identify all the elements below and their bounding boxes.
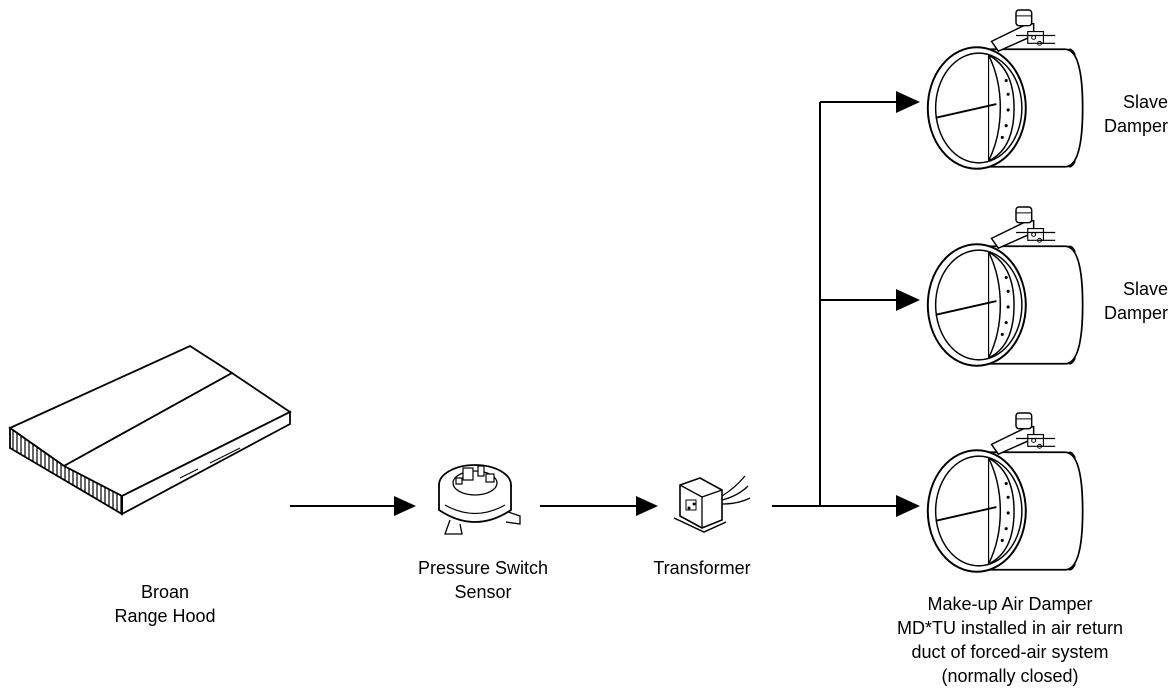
slave-damper-2-icon bbox=[926, 206, 1084, 367]
slave-damper-label-line: Damper bbox=[1103, 116, 1168, 136]
slave-damper-label-line: Damper bbox=[1103, 303, 1168, 323]
slave-damper-1-icon bbox=[926, 9, 1084, 170]
branch-lines bbox=[772, 91, 920, 517]
slave-damper-label-line: Slave bbox=[1122, 279, 1168, 299]
range-hood-icon bbox=[8, 344, 292, 516]
arrow-icon bbox=[896, 91, 920, 113]
makeup-damper-label-line: duct of forced-air system bbox=[911, 642, 1109, 662]
pressure-switch-icon bbox=[438, 464, 521, 535]
arrow-hood-to-switch bbox=[290, 496, 416, 516]
makeup-damper-icon bbox=[926, 412, 1084, 573]
makeup-damper-label-line: Make-up Air Damper bbox=[927, 594, 1093, 614]
transformer-icon bbox=[673, 475, 751, 533]
arrow-switch-to-transformer bbox=[540, 496, 658, 516]
arrow-icon bbox=[394, 496, 416, 516]
slave-damper-2-label: Slave Damper bbox=[1088, 277, 1168, 325]
range-hood-label-line: Range Hood bbox=[114, 606, 216, 626]
arrow-icon bbox=[636, 496, 658, 516]
makeup-damper-label: Make-up Air Damper MD*TU installed in ai… bbox=[855, 592, 1165, 688]
arrow-icon bbox=[896, 289, 920, 311]
pressure-switch-label: Pressure Switch Sensor bbox=[388, 556, 578, 604]
range-hood-label: Broan Range Hood bbox=[95, 580, 235, 628]
arrow-icon bbox=[896, 495, 920, 517]
range-hood-label-line: Broan bbox=[140, 582, 190, 602]
transformer-label: Transformer bbox=[622, 556, 782, 580]
slave-damper-1-label: Slave Damper bbox=[1088, 90, 1168, 138]
makeup-damper-label-line: MD*TU installed in air return bbox=[896, 618, 1124, 638]
makeup-damper-label-line: (normally closed) bbox=[941, 666, 1079, 686]
pressure-switch-label-line: Pressure Switch bbox=[417, 558, 549, 578]
transformer-label-line: Transformer bbox=[653, 558, 751, 578]
pressure-switch-label-line: Sensor bbox=[454, 582, 512, 602]
slave-damper-label-line: Slave bbox=[1122, 92, 1168, 112]
